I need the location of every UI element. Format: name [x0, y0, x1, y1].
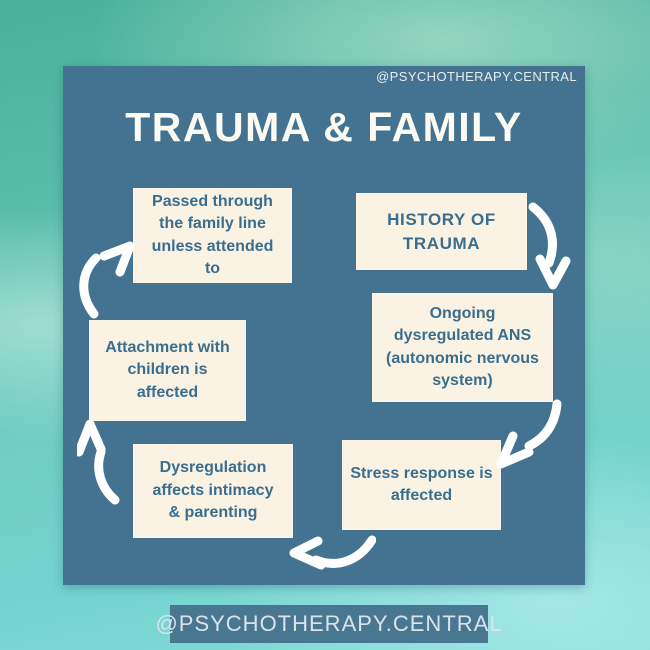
diagram-box-history-of-trauma: HISTORY OF TRAUMA — [356, 193, 527, 270]
main-panel: @PSYCHOTHERAPY.CENTRAL TRAUMA & FAMILY P… — [63, 66, 585, 585]
page-title: TRAUMA & FAMILY — [125, 104, 523, 150]
account-handle-top: @PSYCHOTHERAPY.CENTRAL — [376, 69, 577, 84]
curved-arrow-down-left-icon — [493, 396, 563, 476]
curved-arrow-up-icon — [77, 418, 125, 506]
diagram-box-attachment-children: Attachment with children is affected — [89, 320, 246, 421]
diagram-box-passed-through-family: Passed through the family line unless at… — [133, 188, 292, 283]
curved-arrow-down-icon — [527, 201, 571, 293]
diagram-box-stress-response: Stress response is affected — [342, 440, 501, 530]
curved-arrow-left-icon — [288, 534, 376, 572]
diagram-box-ongoing-dysregulated-ans: Ongoing dysregulated ANS (autonomic nerv… — [372, 293, 553, 402]
account-handle-bottom: @PSYCHOTHERAPY.CENTRAL — [155, 611, 503, 636]
footer-handle-banner: @PSYCHOTHERAPY.CENTRAL — [155, 605, 502, 643]
diagram-box-dysregulation-intimacy: Dysregulation affects intimacy & parenti… — [133, 444, 293, 538]
curved-arrow-up-right-icon — [68, 234, 140, 320]
